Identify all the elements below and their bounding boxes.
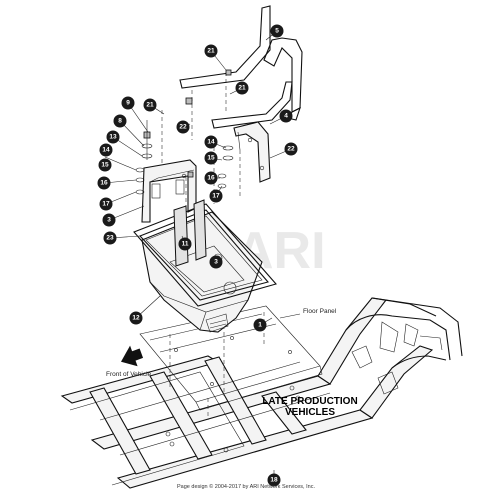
front-of-vehicle-label: Front of Vehicle: [106, 371, 152, 378]
callout-label: 16: [100, 180, 108, 187]
callout-15-right: 15: [204, 151, 218, 165]
callout-5: 5: [270, 24, 284, 38]
callout-14-right: 14: [204, 135, 218, 149]
callout-label: 14: [102, 147, 110, 154]
front-of-vehicle-arrow: [121, 345, 144, 367]
callout-17-right: 17: [209, 189, 223, 203]
callout-label: 17: [102, 201, 110, 208]
vehicle-frame: [60, 297, 463, 489]
callout-16-right: 16: [204, 171, 218, 185]
callout-label: 12: [132, 315, 140, 322]
callout-label: 1: [258, 322, 262, 329]
callout-label: 15: [101, 162, 109, 169]
callout-label: 22: [179, 124, 187, 131]
callout-label: 13: [109, 134, 117, 141]
callout-16-left: 16: [97, 176, 111, 190]
copyright-text: Page design © 2004-2017 by ARI Network S…: [177, 483, 315, 490]
callout-label: 21: [146, 102, 154, 109]
cargo-basket: [133, 199, 277, 333]
callout-21-left: 21: [143, 98, 157, 112]
callout-23: 23: [103, 231, 117, 245]
callout-4: 4: [279, 109, 293, 123]
callout-label: 9: [126, 100, 130, 107]
callout-9: 9: [121, 96, 135, 110]
callout-label: 5: [275, 28, 279, 35]
callout-label: 3: [107, 217, 111, 224]
callout-label: 23: [106, 235, 114, 242]
callout-14-left: 14: [99, 143, 113, 157]
callout-22-top: 22: [176, 120, 190, 134]
callout-21-top: 21: [204, 44, 218, 58]
callout-12: 12: [129, 311, 143, 325]
late-production-label-line1: LATE PRODUCTION: [262, 396, 357, 407]
callout-label: 8: [118, 118, 122, 125]
callout-21-mid: 21: [235, 81, 249, 95]
callout-3-upper: 3: [102, 213, 116, 227]
callout-18: 18: [267, 473, 281, 487]
callout-17-left: 17: [99, 197, 113, 211]
floor-panel-label: Floor Panel: [303, 308, 337, 315]
callout-label: 11: [182, 241, 189, 248]
callout-3-lower: 3: [209, 255, 223, 269]
handle-assembly: [179, 5, 303, 183]
callout-15-left: 15: [98, 158, 112, 172]
callout-label: 4: [284, 113, 288, 120]
callout-label: 22: [287, 146, 295, 153]
callout-label: 21: [238, 85, 246, 92]
callout-22-right: 22: [284, 142, 298, 156]
callout-11: 11: [178, 237, 192, 251]
hardware-stack-right: [185, 69, 234, 189]
mount-bracket: [141, 159, 197, 223]
callout-label: 18: [270, 477, 278, 484]
callout-label: 14: [207, 139, 215, 146]
callout-8: 8: [113, 114, 127, 128]
callout-13: 13: [106, 130, 120, 144]
callout-label: 17: [212, 193, 220, 200]
callout-label: 15: [207, 155, 215, 162]
callout-1: 1: [253, 318, 267, 332]
callout-label: 16: [207, 175, 215, 182]
callout-label: 3: [214, 259, 218, 266]
callout-label: 21: [207, 48, 215, 55]
late-production-label-line2: VEHICLES: [285, 407, 335, 418]
